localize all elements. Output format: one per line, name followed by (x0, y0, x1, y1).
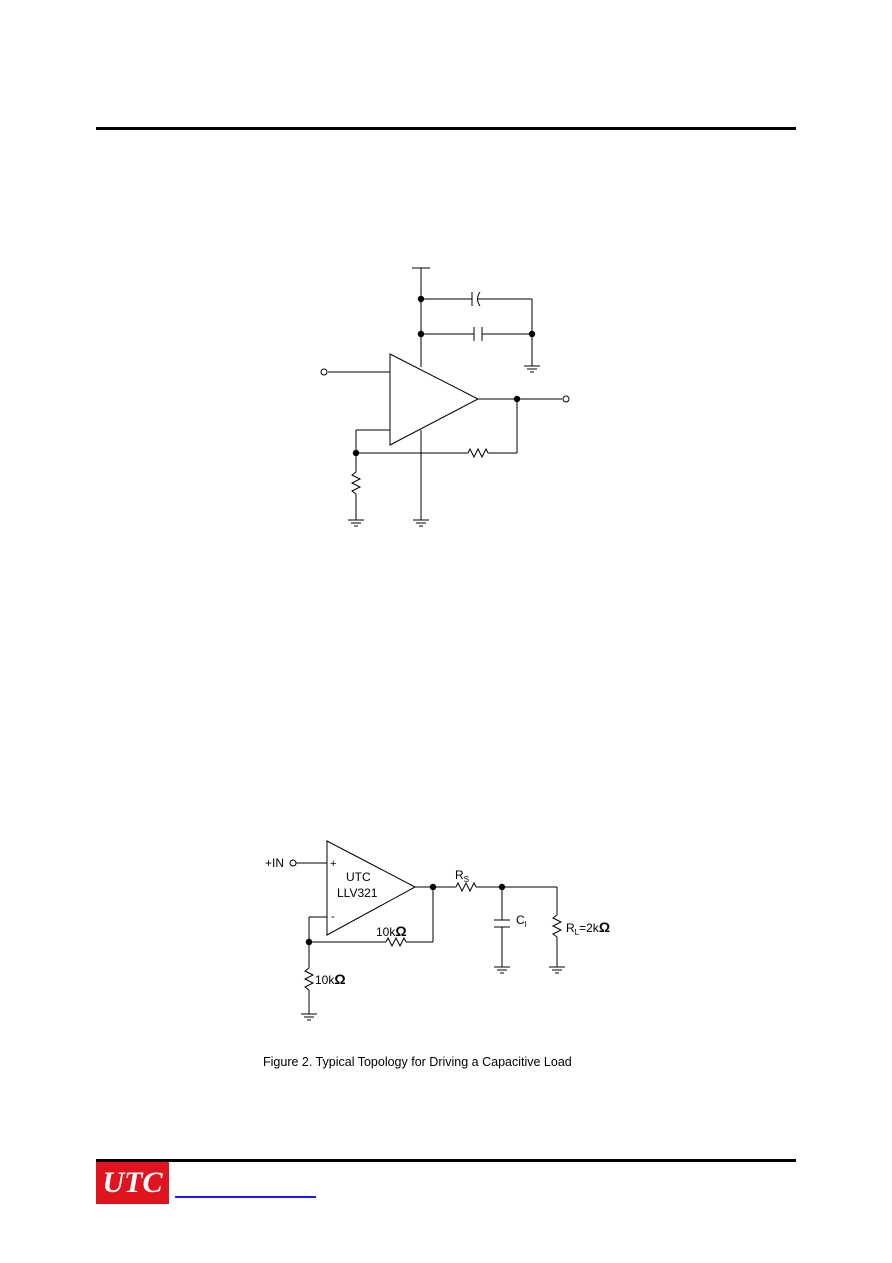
rg-label: 10kΩ (315, 971, 346, 987)
figure-caption: Figure 2. Typical Topology for Driving a… (263, 1055, 572, 1069)
input-terminal (289, 859, 297, 867)
minus-label: - (331, 911, 335, 923)
cl-label: Cl (516, 913, 527, 929)
amp-name-line1: UTC (346, 870, 371, 884)
rg-resistor (303, 967, 315, 991)
polarized-capacitor-curve (477, 291, 481, 307)
rf-label: 10kΩ (376, 923, 407, 939)
plus-label: + (330, 858, 336, 870)
rl-label: RL=2kΩ (566, 919, 610, 937)
rs-label: RS (455, 868, 469, 884)
in-label: +IN (265, 856, 284, 870)
input-terminal (320, 368, 328, 376)
rf-resistor (385, 936, 407, 948)
opamp-triangle (389, 353, 480, 446)
footer-rule (96, 1159, 796, 1162)
header-rule (96, 127, 796, 130)
output-terminal (562, 395, 570, 403)
rs-resistor (455, 881, 477, 893)
feedback-resistor (467, 447, 489, 459)
opamp-triangle (326, 840, 417, 936)
website-link[interactable] (175, 1196, 316, 1198)
amp-name-line2: LLV321 (337, 886, 378, 900)
utc-logo: UTC (96, 1162, 169, 1204)
rl-resistor (551, 914, 563, 938)
gain-resistor (350, 471, 362, 495)
